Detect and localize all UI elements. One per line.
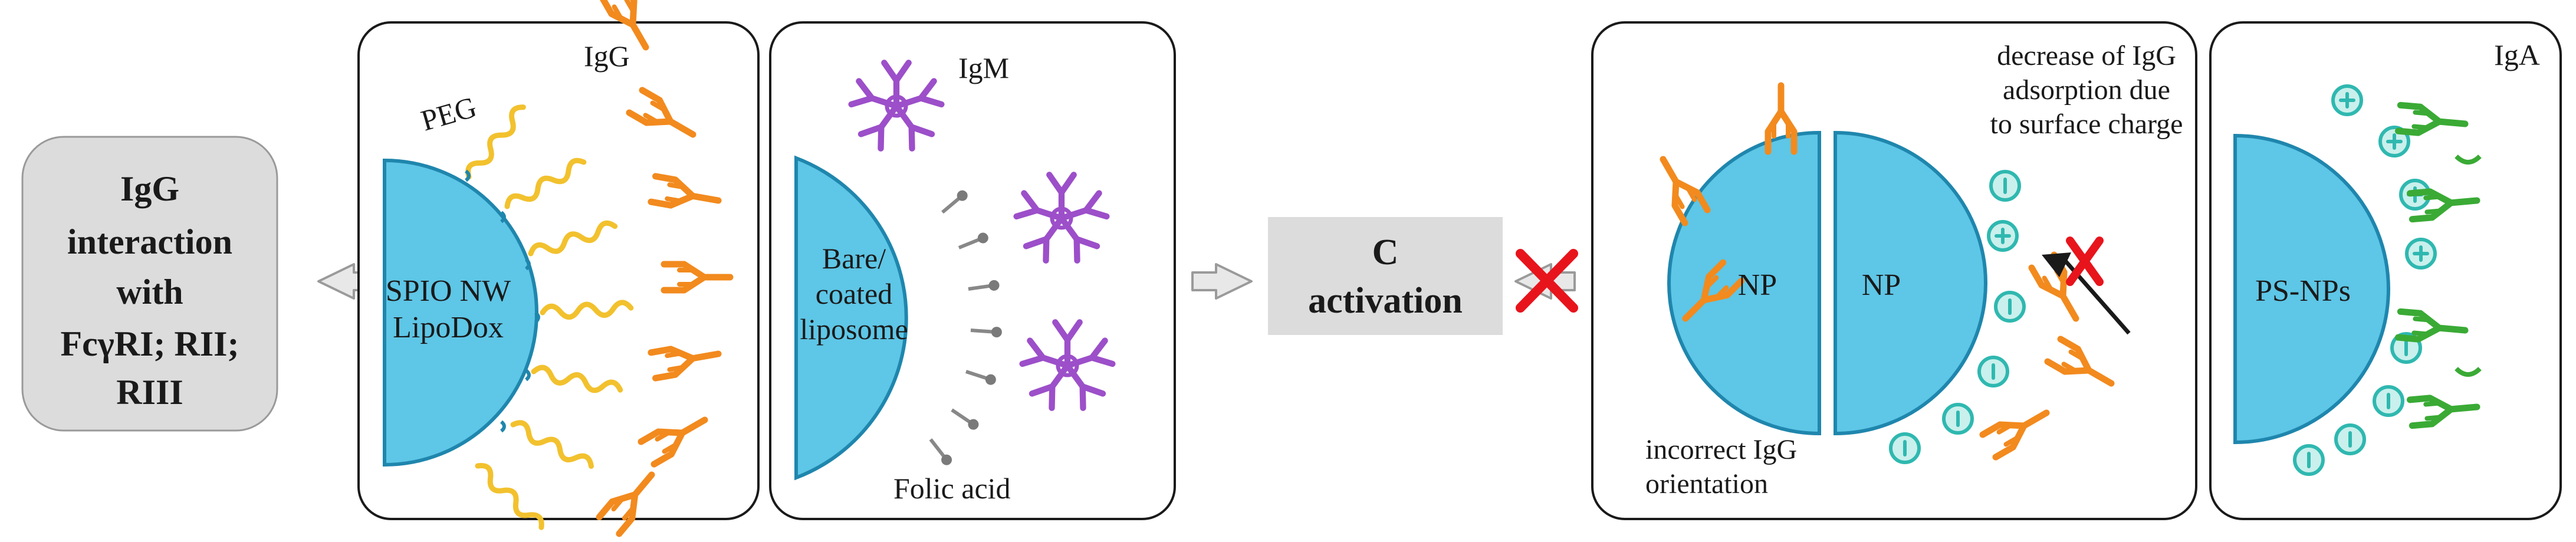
iga-label: IgA	[2494, 38, 2540, 71]
spio-core-line-1: SPIO NW	[386, 274, 511, 308]
c-activation-line-2: activation	[1308, 281, 1463, 321]
panel-np: NP NP decrease of IgG adsorption due to …	[1591, 21, 2197, 520]
charge-caption-line-1: decrease of IgG	[1997, 40, 2176, 71]
liposome-core-line-2: coated	[816, 277, 892, 310]
blocked-arrow	[1514, 249, 1578, 313]
np-right-particle	[1834, 130, 1987, 436]
liposome-core-line-3: liposome	[800, 313, 908, 346]
folic-acid-label: Folic acid	[893, 472, 1011, 505]
fcgr-line-1: IgG	[120, 169, 179, 208]
panel-spio-lipodox: PEG IgG SPIO NW LipoDox	[357, 0, 760, 534]
c-activation-box: C activation	[1268, 217, 1503, 335]
ps-np-core-label: PS-NPs	[2255, 274, 2351, 308]
liposome-particle	[794, 155, 908, 481]
fcgr-line-3: with	[116, 272, 183, 311]
panel-ps-nps: IgA PS-NPs	[2209, 21, 2562, 520]
c-activation-line-1: C	[1372, 232, 1399, 272]
ps-np-particle	[2233, 133, 2390, 445]
panel-liposome: IgM Bare/ coated liposome Folic acid	[769, 21, 1176, 520]
charge-caption-line-3: to surface charge	[1990, 109, 2183, 140]
x-mark-icon	[2066, 236, 2104, 286]
fcgr-interaction-box: IgG interaction with FcγRI; RII; RIII	[21, 136, 278, 432]
igm-label: IgM	[958, 51, 1009, 84]
fcgr-line-2: interaction	[67, 222, 232, 261]
charge-caption-line-2: adsorption due	[2003, 74, 2170, 106]
liposome-core-line-1: Bare/	[822, 242, 886, 275]
x-mark-icon	[1516, 249, 1578, 313]
np-right-label: NP	[1862, 268, 1901, 302]
orientation-line-2: orientation	[1645, 468, 1768, 500]
np-left-label: NP	[1738, 268, 1777, 302]
igg-label: IgG	[584, 40, 630, 73]
fcgr-line-5: RIII	[116, 373, 183, 412]
fcgr-line-4: FcγRI; RII;	[60, 324, 239, 363]
right-arrow-icon	[1191, 263, 1253, 300]
orientation-line-1: incorrect IgG	[1645, 434, 1797, 465]
spio-core-line-2: LipoDox	[393, 311, 504, 344]
